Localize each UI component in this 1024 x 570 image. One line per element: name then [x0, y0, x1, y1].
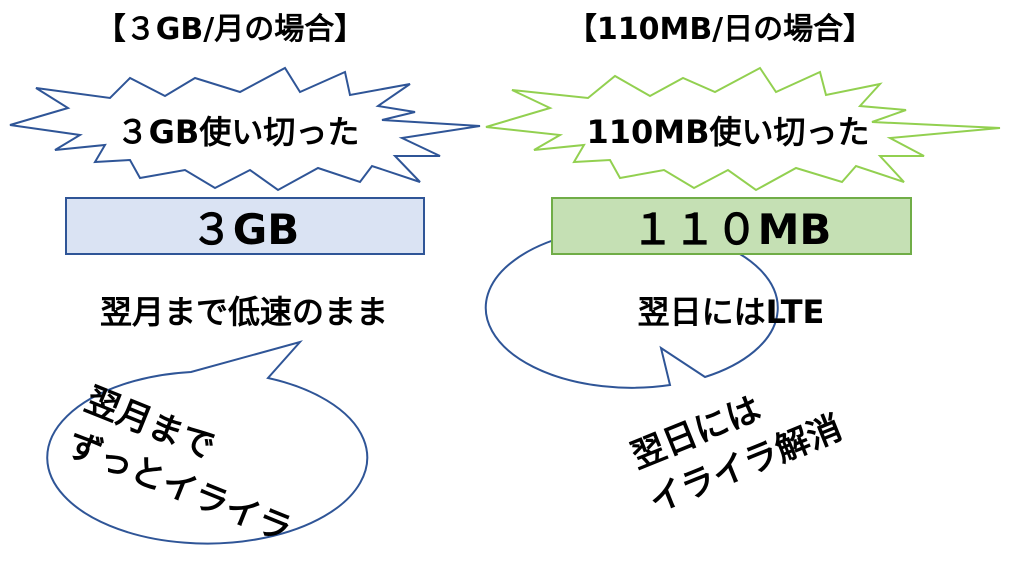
right-plan-box-label: １１０MB — [631, 204, 832, 254]
left-plan-box: ３GB — [65, 197, 425, 255]
left-note: 翌月まで低速のまま — [99, 293, 389, 331]
right-starburst — [485, 66, 1001, 192]
left-burst-text: ３GB使い切った — [116, 113, 360, 151]
right-plan-box: １１０MB — [551, 197, 912, 255]
right-note: 翌日にはLTE — [637, 293, 825, 331]
left-starburst — [9, 66, 481, 192]
left-heading: 【３GB/月の場合】 — [95, 12, 365, 47]
right-heading: 【110MB/日の場合】 — [566, 12, 874, 47]
left-plan-box-label: ３GB — [190, 204, 300, 254]
left-speech-bubble — [46, 340, 369, 545]
right-burst-text: 110MB使い切った — [586, 113, 870, 151]
